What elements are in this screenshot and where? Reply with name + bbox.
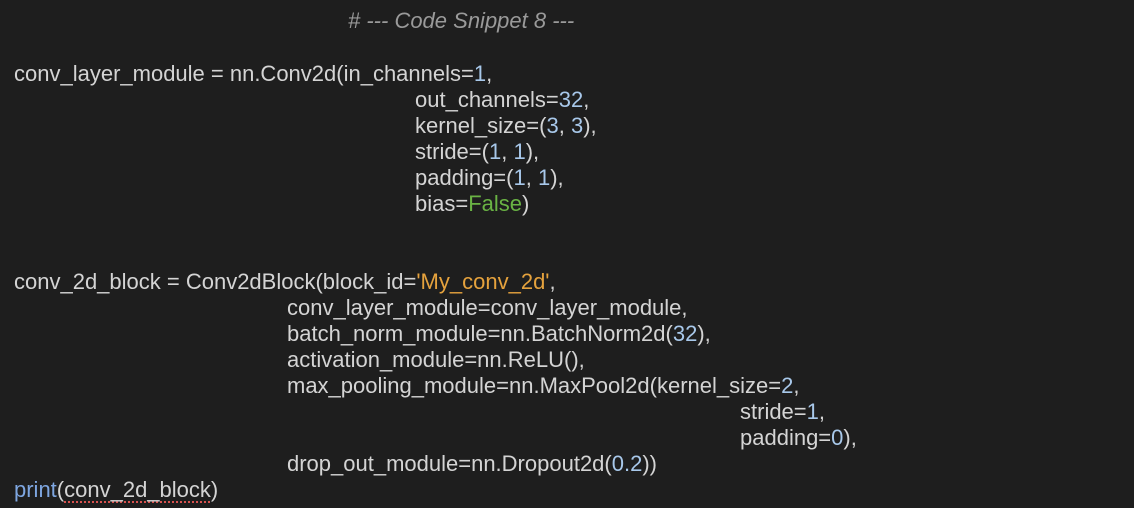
code-text: , xyxy=(549,269,556,294)
code-keyword: False xyxy=(468,191,523,216)
code-text: drop_out_module=nn.Dropout2d( xyxy=(287,451,612,476)
code-text: ( xyxy=(56,477,65,502)
code-line-comment: # --- Code Snippet 8 --- xyxy=(348,8,574,34)
code-text: conv_layer_module = nn.Conv2d(in_channel… xyxy=(14,61,474,86)
code-text: kernel_size=( xyxy=(415,113,547,138)
code-text: conv_layer_module=conv_layer_module, xyxy=(287,295,688,320)
code-error-token: conv_2d_block xyxy=(64,477,211,502)
code-text: out_channels= xyxy=(415,87,559,112)
code-text: ) xyxy=(210,477,219,502)
code-text: ), xyxy=(843,425,857,450)
code-line: out_channels=32, xyxy=(415,87,589,113)
code-text: , xyxy=(525,165,538,190)
code-line: drop_out_module=nn.Dropout2d(0.2)) xyxy=(287,451,657,477)
code-text: )) xyxy=(642,451,657,476)
code-text: , xyxy=(486,61,493,86)
code-text: , xyxy=(583,87,590,112)
code-line: conv_layer_module = nn.Conv2d(in_channel… xyxy=(14,61,492,87)
code-text: max_pooling_module=nn.MaxPool2d(kernel_s… xyxy=(287,373,782,398)
code-text: conv_2d_block = Conv2dBlock(block_id= xyxy=(14,269,417,294)
code-line: conv_layer_module=conv_layer_module, xyxy=(287,295,688,321)
code-number: 1 xyxy=(806,399,819,424)
code-text: ), xyxy=(550,165,564,190)
code-text: ), xyxy=(583,113,597,138)
code-number: 1 xyxy=(537,165,551,190)
builtin-function: print xyxy=(14,477,57,502)
code-number: 1 xyxy=(488,139,502,164)
code-text: padding=( xyxy=(415,165,514,190)
code-number: 32 xyxy=(672,321,698,346)
code-text: , xyxy=(558,113,571,138)
code-line: max_pooling_module=nn.MaxPool2d(kernel_s… xyxy=(287,373,799,399)
code-number: 1 xyxy=(513,165,526,190)
code-comment: # --- Code Snippet 8 --- xyxy=(348,8,575,33)
code-number: 1 xyxy=(473,61,487,86)
code-line: padding=(1, 1), xyxy=(415,165,564,191)
code-line: print(conv_2d_block) xyxy=(14,477,218,503)
code-line: conv_2d_block = Conv2dBlock(block_id='My… xyxy=(14,269,556,295)
code-text: ), xyxy=(697,321,711,346)
code-line: batch_norm_module=nn.BatchNorm2d(32), xyxy=(287,321,711,347)
code-number: 3 xyxy=(570,113,584,138)
code-line: bias=False) xyxy=(415,191,529,217)
code-text: , xyxy=(818,399,826,424)
code-text: , xyxy=(793,373,800,398)
code-text: stride=( xyxy=(415,139,489,164)
code-line: kernel_size=(3, 3), xyxy=(415,113,597,139)
code-text: bias= xyxy=(415,191,469,216)
code-line: activation_module=nn.ReLU(), xyxy=(287,347,585,373)
code-number: 2 xyxy=(781,373,794,398)
code-line: stride=1, xyxy=(740,399,825,425)
code-text: ), xyxy=(525,139,540,164)
code-number: 0 xyxy=(831,425,844,450)
code-number: 0.2 xyxy=(611,451,643,476)
code-line: padding=0), xyxy=(740,425,857,451)
code-line: stride=(1, 1), xyxy=(415,139,539,165)
code-number: 3 xyxy=(546,113,559,138)
code-number: 1 xyxy=(513,139,526,164)
code-text: ) xyxy=(522,191,530,216)
code-text: padding= xyxy=(740,425,832,450)
code-text: activation_module=nn.ReLU(), xyxy=(287,347,585,372)
code-text: batch_norm_module=nn.BatchNorm2d( xyxy=(287,321,673,346)
code-text: , xyxy=(501,139,514,164)
code-string: 'My_conv_2d' xyxy=(416,269,550,294)
code-number: 32 xyxy=(558,87,584,112)
code-text: stride= xyxy=(740,399,807,424)
